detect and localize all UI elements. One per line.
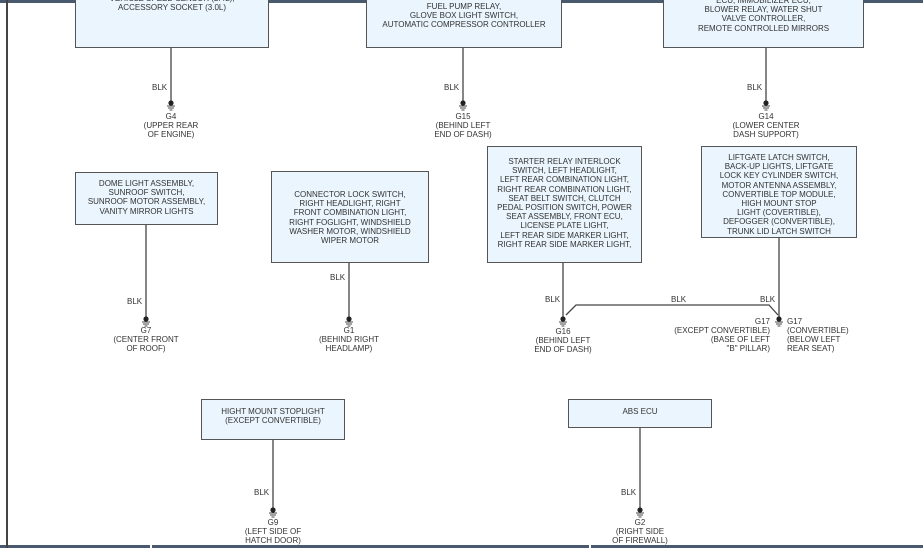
component-box: CONNECTOR LOCK SWITCH, RIGHT HEADLIGHT, … — [271, 171, 429, 263]
ground-label: G4(UPPER REAR OF ENGINE) — [144, 112, 199, 139]
wire-color-label: BLK — [760, 295, 776, 304]
ground-label: G17(CONVERTIBLE) (BELOW LEFT REAR SEAT) — [787, 317, 849, 353]
component-box: DOME LIGHT ASSEMBLY, SUNROOF SWITCH, SUN… — [75, 172, 218, 225]
ground-symbol-icon — [459, 100, 467, 111]
wire-color-label: BLK — [254, 488, 270, 497]
ground-symbol-icon — [345, 316, 353, 327]
ground-symbol-icon — [167, 100, 175, 111]
wire-color-label: BLK — [545, 295, 561, 304]
component-box: ABS ECU — [568, 399, 712, 428]
ground-id: G1 — [343, 326, 355, 335]
ground-symbol-icon — [559, 316, 567, 327]
ground-label: G15(BEHIND LEFT END OF DASH) — [434, 112, 491, 139]
ground-location: (EXCEPT CONVERTIBLE) (BASE OF LEFT "B" P… — [674, 326, 770, 353]
wire-color-label: BLK — [152, 83, 168, 92]
ground-symbol-icon — [269, 507, 277, 518]
ground-label: G1(BEHIND RIGHT HEADLAMP) — [319, 326, 379, 353]
component-box: STARTER RELAY INTERLOCK SWITCH, LEFT HEA… — [487, 146, 642, 263]
component-box: LIFTGATE LATCH SWITCH, BACK-UP LIGHTS, L… — [701, 146, 857, 238]
component-box: HIGHT MOUNT STOPLIGHT (EXCEPT CONVERTIBL… — [201, 399, 345, 440]
ground-location: (BEHIND RIGHT HEADLAMP) — [319, 335, 379, 353]
ground-symbol-icon — [762, 100, 770, 111]
wire-color-label: BLK — [747, 83, 763, 92]
ground-id: G15 — [455, 112, 471, 121]
ground-id: G9 — [267, 518, 279, 527]
ground-location: (BEHIND LEFT END OF DASH) — [534, 336, 592, 354]
ground-label: G16(BEHIND LEFT END OF DASH) — [534, 327, 591, 354]
ground-id: G2 — [634, 518, 646, 527]
ground-location: (LEFT SIDE OF HATCH DOOR) — [244, 527, 302, 545]
wire — [565, 304, 779, 316]
ground-symbol-icon — [775, 316, 783, 327]
ground-location: (BEHIND LEFT END OF DASH) — [434, 121, 492, 139]
ground-location: (LOWER CENTER DASH SUPPORT) — [732, 121, 800, 139]
component-box: FUEL PUMP RELAY, GLOVE BOX LIGHT SWITCH,… — [366, 0, 562, 48]
wire-color-label: BLK — [444, 83, 460, 92]
ground-location: (CENTER FRONT OF ROOF) — [113, 335, 179, 353]
ground-location: (RIGHT SIDE OF FIREWALL) — [612, 527, 668, 545]
ground-label: G17(EXCEPT CONVERTIBLE) (BASE OF LEFT "B… — [674, 317, 770, 353]
wire-color-label: BLK — [621, 488, 637, 497]
ground-label: G2(RIGHT SIDE OF FIREWALL) — [612, 518, 668, 545]
wire-color-label: BLK — [330, 273, 346, 282]
bottom-bar-divider — [150, 544, 152, 548]
ground-symbol-icon — [142, 316, 150, 327]
ground-location: (UPPER REAR OF ENGINE) — [143, 121, 199, 139]
ground-id: G14 — [758, 112, 774, 121]
ground-symbol-icon — [636, 507, 644, 518]
ground-id: G17 — [787, 317, 803, 326]
ground-id: G16 — [555, 327, 571, 336]
ground-location: (CONVERTIBLE) (BELOW LEFT REAR SEAT) — [787, 326, 849, 353]
component-box: ECU, IMMOBILIZER ECU, BLOWER RELAY, WATE… — [663, 0, 864, 48]
bottom-bar-divider — [589, 544, 591, 548]
ground-label: G9(LEFT SIDE OF HATCH DOOR) — [245, 518, 301, 545]
left-border-line — [6, 0, 8, 548]
ground-label: G14(LOWER CENTER DASH SUPPORT) — [732, 112, 799, 139]
ground-id: G7 — [140, 326, 152, 335]
ground-label: G7(CENTER FRONT OF ROOF) — [113, 326, 178, 353]
bottom-frame-bar — [0, 545, 923, 548]
wire-color-label: BLK — [671, 295, 687, 304]
ground-id: G17 — [754, 317, 770, 326]
ground-id: G4 — [165, 112, 177, 121]
wire-color-label: BLK — [127, 297, 143, 306]
component-box: VEHICLE SPEED SENSOR (2.4L), ACCESSORY S… — [75, 0, 269, 48]
